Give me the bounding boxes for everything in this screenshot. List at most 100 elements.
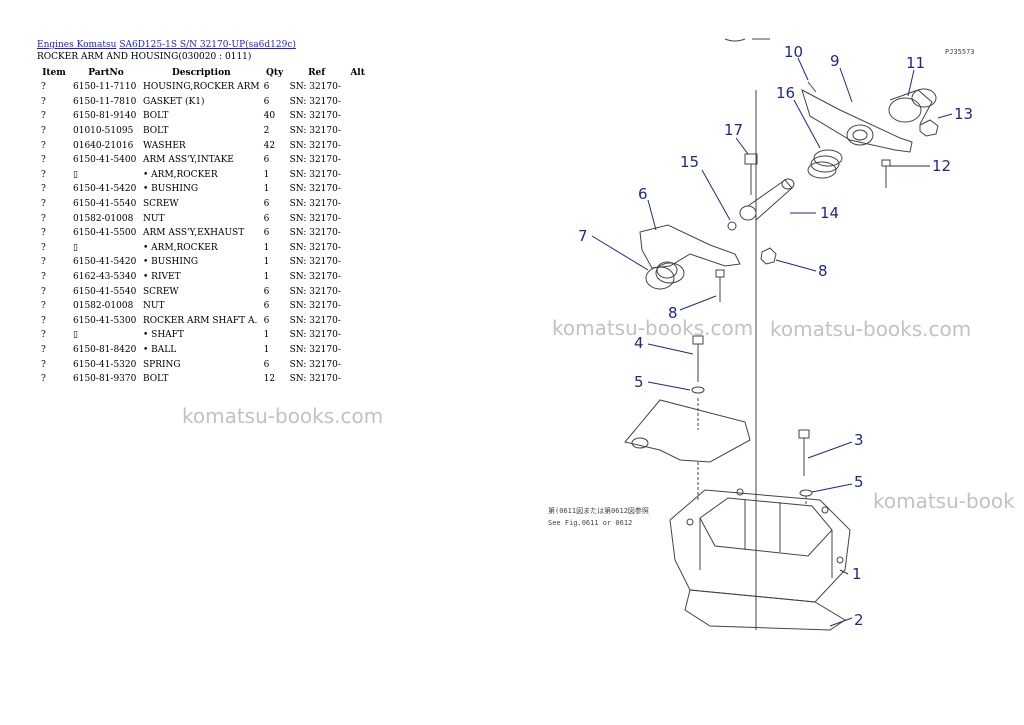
cell-partno: ▯ xyxy=(73,169,78,180)
cell-qty: 6 xyxy=(263,286,270,297)
header-alt: Alt xyxy=(350,68,365,78)
cell-description: • ARM,ROCKER xyxy=(143,169,218,180)
cell-qty: 1 xyxy=(263,184,270,195)
cell-description: WASHER xyxy=(143,140,186,151)
cell-alt xyxy=(346,211,370,226)
cell-qty: 40 xyxy=(263,111,276,122)
svg-text:1: 1 xyxy=(852,565,862,583)
watermark: komatsu-books.com xyxy=(182,404,384,428)
exploded-parts-diagram: PJ35573 xyxy=(548,38,975,631)
bushing-11 xyxy=(888,88,937,125)
cell-ref: SN: 32170- xyxy=(289,126,341,137)
cell-qty: 42 xyxy=(263,140,276,151)
cell-partno: 6150-11-7810 xyxy=(73,96,137,107)
washer-5 xyxy=(799,489,813,497)
nut-9 xyxy=(760,247,777,265)
cell-alt xyxy=(346,255,370,270)
svg-text:8: 8 xyxy=(818,262,828,280)
cell-qty: 6 xyxy=(263,96,270,107)
cell-item: ? xyxy=(41,301,46,312)
cell-description: ARM ASS'Y,EXHAUST xyxy=(143,228,245,239)
cell-alt xyxy=(346,182,370,197)
watermark: komatsu-books.com xyxy=(770,317,972,341)
cell-item: ? xyxy=(41,315,46,326)
page-title: ROCKER ARM AND HOUSING(030020 : 0111) xyxy=(37,52,252,62)
cell-item: ? xyxy=(41,272,46,283)
cell-ref: SN: 32170- xyxy=(289,184,341,195)
callout-14: 13 xyxy=(937,105,973,123)
cell-ref: SN: 32170- xyxy=(289,272,341,283)
cell-alt xyxy=(346,168,370,183)
header-item: Item xyxy=(42,68,66,78)
cell-ref: SN: 32170- xyxy=(289,374,341,385)
svg-text:8: 8 xyxy=(668,304,678,322)
callout-18: 17 xyxy=(724,121,749,155)
callout-16: 15 xyxy=(680,153,731,221)
cell-ref: SN: 32170- xyxy=(289,315,341,326)
cell-ref: SN: 32170- xyxy=(289,301,341,312)
cell-partno: 6150-81-9370 xyxy=(73,374,137,385)
svg-text:9: 9 xyxy=(830,52,840,70)
cell-partno: 6150-81-8420 xyxy=(73,344,137,355)
cell-partno: 6150-41-5400 xyxy=(73,155,137,166)
bushing-7 xyxy=(645,261,678,290)
cell-alt xyxy=(346,226,370,241)
callout-11: 11 xyxy=(906,54,925,97)
cell-qty: 1 xyxy=(263,169,270,180)
cell-item: ? xyxy=(41,184,46,195)
svg-text:3: 3 xyxy=(854,431,864,449)
watermark: komatsu-books.com xyxy=(552,316,754,340)
cell-partno: 6150-41-5540 xyxy=(73,286,137,297)
svg-text:14: 14 xyxy=(820,204,839,222)
header-description: Description xyxy=(171,68,231,78)
cell-ref: SN: 32170- xyxy=(289,286,341,297)
callout-15: 14 xyxy=(790,204,839,222)
shaft-15 xyxy=(739,178,795,221)
cell-ref: SN: 32170- xyxy=(289,199,341,210)
cell-alt xyxy=(346,270,370,285)
screw-8 xyxy=(715,269,725,302)
cell-qty: 6 xyxy=(263,359,270,370)
breadcrumb-link-engines[interactable]: Engines Komatsu xyxy=(37,40,117,50)
cell-description: HOUSING,ROCKER ARM xyxy=(143,82,260,93)
callout-17: 16 xyxy=(776,84,821,149)
callout-2: 2 xyxy=(829,611,864,629)
callout-4: 4 xyxy=(634,334,694,355)
cell-ref: SN: 32170- xyxy=(289,96,341,107)
cell-description: NUT xyxy=(143,213,165,224)
header-ref: Ref xyxy=(308,68,326,78)
cell-description: SCREW xyxy=(143,199,179,210)
breadcrumb-link-model[interactable]: SA6D125-1S S/N 32170-UP(sa6d129c) xyxy=(119,40,296,50)
ball-16 xyxy=(727,221,737,231)
cell-ref: SN: 32170- xyxy=(289,257,341,268)
cell-partno: 01582-01008 xyxy=(73,301,134,312)
bolt-18 xyxy=(744,153,758,195)
cell-alt xyxy=(346,241,370,256)
cell-item: ? xyxy=(41,126,46,137)
bolt-4 xyxy=(692,335,704,382)
cell-partno: 6150-41-5540 xyxy=(73,199,137,210)
cell-item: ? xyxy=(41,169,46,180)
cell-partno: 6162-43-5340 xyxy=(73,272,137,283)
svg-text:15: 15 xyxy=(680,153,699,171)
parts-table: Item PartNo Description Qty Ref Alt ?615… xyxy=(37,66,370,386)
cell-item: ? xyxy=(41,330,46,341)
callout-8: 8 xyxy=(668,295,717,322)
cell-partno: 6150-41-5420 xyxy=(73,184,137,195)
cell-qty: 6 xyxy=(263,199,270,210)
svg-text:2: 2 xyxy=(854,611,864,629)
svg-text:4: 4 xyxy=(634,334,644,352)
cell-partno: 01582-01008 xyxy=(73,213,134,224)
svg-text:17: 17 xyxy=(724,121,743,139)
